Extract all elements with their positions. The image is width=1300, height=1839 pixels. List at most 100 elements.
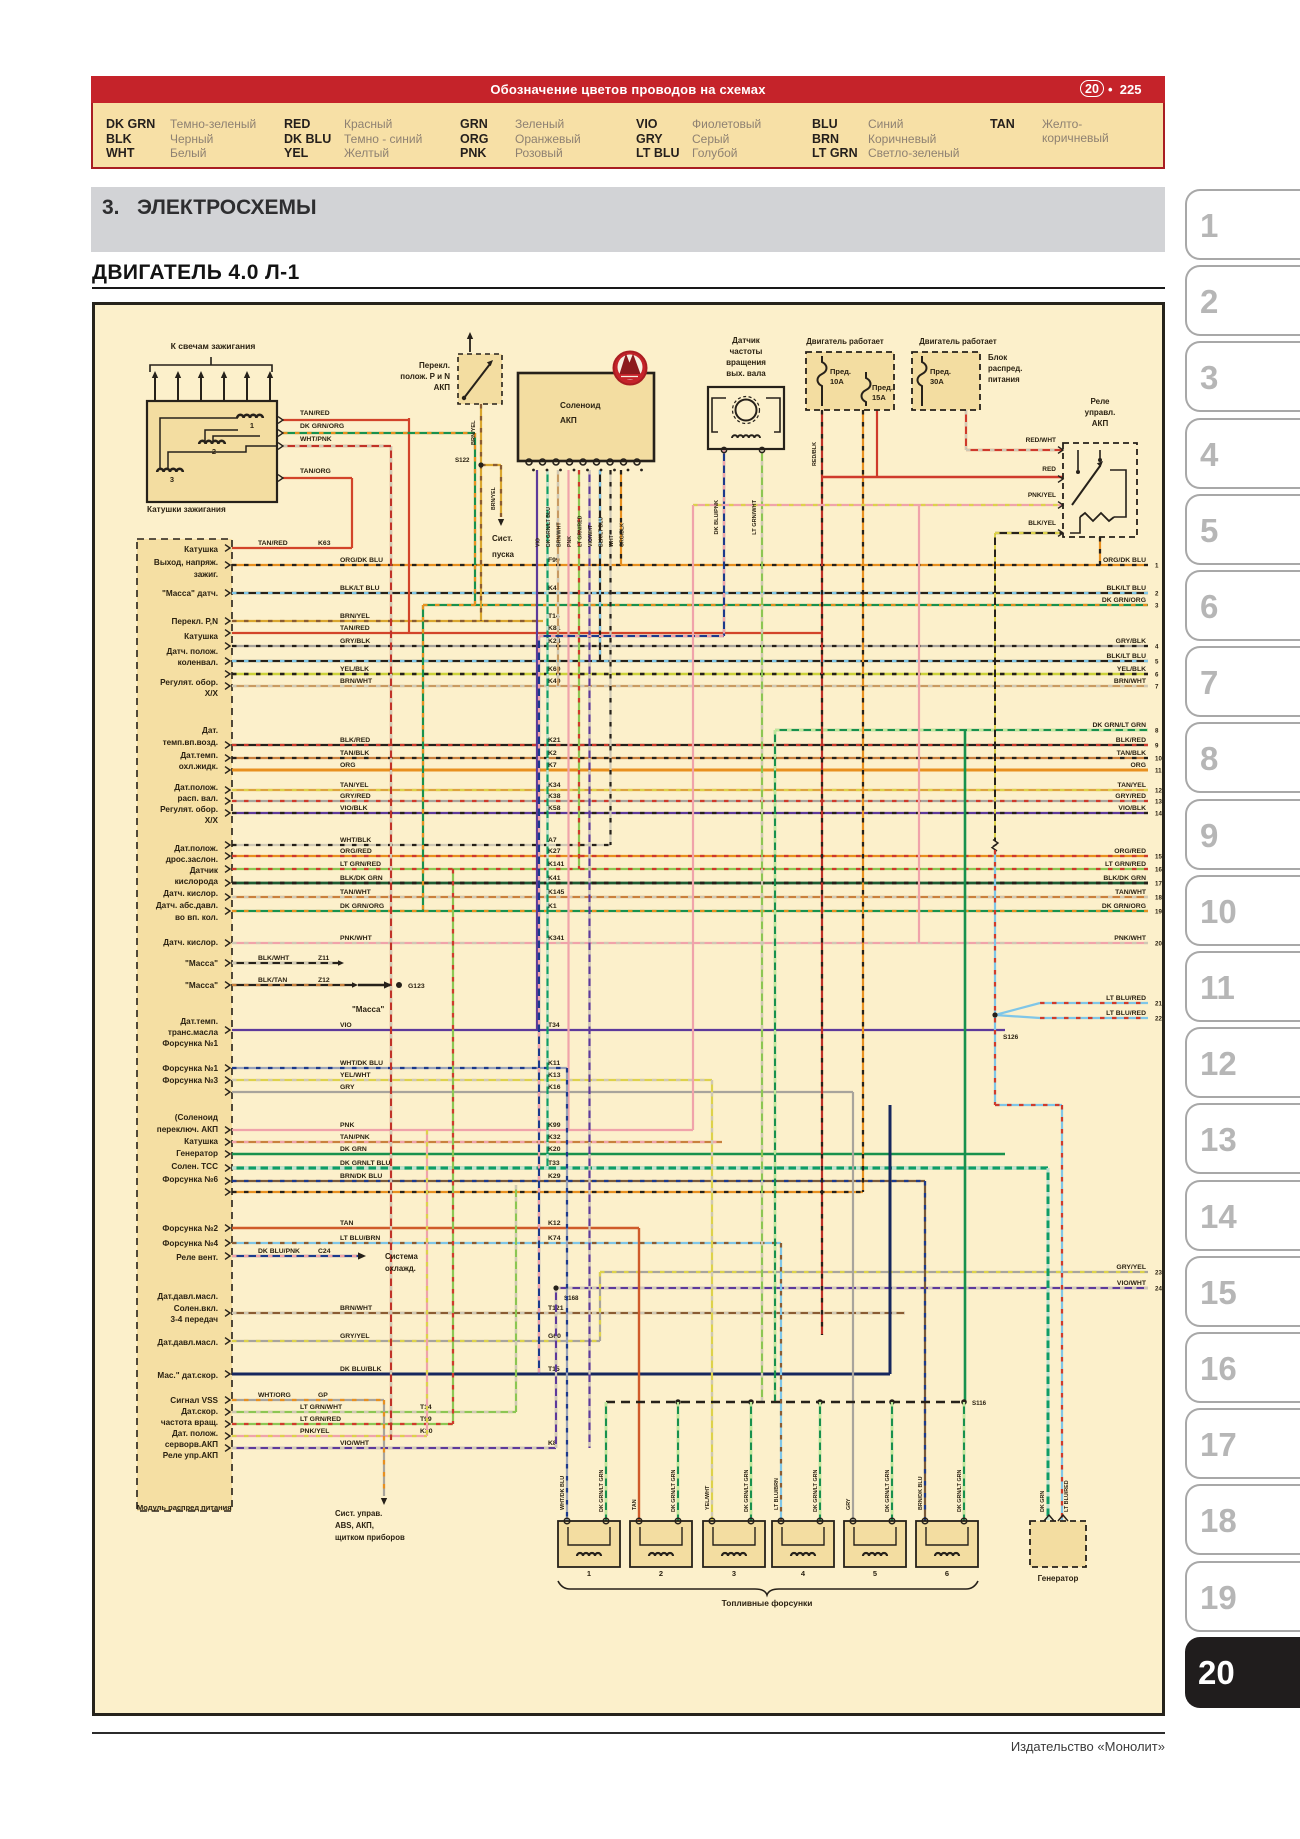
svg-text:полож. P и N: полож. P и N — [400, 372, 450, 381]
svg-text:2: 2 — [212, 447, 216, 456]
svg-text:GRY: GRY — [846, 1498, 852, 1510]
svg-text:Датчик: Датчик — [190, 866, 219, 875]
svg-text:3-4 передач: 3-4 передач — [171, 1315, 219, 1324]
svg-text:K27: K27 — [548, 848, 561, 855]
svg-text:K60: K60 — [548, 666, 561, 673]
svg-text:Дат.давл.масл.: Дат.давл.масл. — [157, 1292, 218, 1301]
svg-text:DK GRN/LT GRN: DK GRN/LT GRN — [1093, 722, 1147, 729]
svg-text:T14: T14 — [548, 613, 560, 620]
svg-text:TAN/YEL: TAN/YEL — [340, 782, 369, 789]
svg-text:3: 3 — [1155, 603, 1159, 610]
svg-text:K99: K99 — [548, 1122, 561, 1129]
svg-text:Перекл.: Перекл. — [419, 361, 450, 370]
svg-text:Х/Х: Х/Х — [205, 816, 219, 825]
svg-text:T15: T15 — [548, 1366, 560, 1373]
svg-text:темп.вп.возд.: темп.вп.возд. — [163, 738, 218, 747]
svg-text:4: 4 — [801, 1569, 806, 1578]
svg-text:BRN/YEL: BRN/YEL — [491, 486, 497, 510]
svg-text:K2: K2 — [548, 750, 557, 757]
svg-text:Форсунка №1: Форсунка №1 — [162, 1064, 218, 1073]
svg-text:WHT/DK BLU: WHT/DK BLU — [560, 1476, 566, 1510]
svg-text:Датч. кислор.: Датч. кислор. — [163, 889, 218, 898]
svg-text:PNK/WHT: PNK/WHT — [340, 935, 373, 942]
svg-text:управл.: управл. — [1085, 408, 1116, 417]
svg-text:LT BLU/RED: LT BLU/RED — [1106, 995, 1146, 1002]
svg-text:Реле упр.АКП: Реле упр.АКП — [163, 1451, 218, 1460]
svg-text:Катушки зажигания: Катушки зажигания — [147, 505, 226, 514]
svg-text:S122: S122 — [455, 457, 470, 464]
svg-text:WHT/ORG: WHT/ORG — [258, 1392, 291, 1399]
svg-text:К свечам зажигания: К свечам зажигания — [171, 341, 256, 351]
svg-text:LT BLU/BRN: LT BLU/BRN — [774, 1478, 780, 1510]
svg-text:14: 14 — [1155, 811, 1162, 818]
svg-text:WHT: WHT — [609, 534, 615, 547]
svg-text:LT BLU/BRN: LT BLU/BRN — [340, 1235, 380, 1242]
svg-text:DK GRN/LT BLU: DK GRN/LT BLU — [546, 507, 552, 547]
svg-text:ABS, АКП,: ABS, АКП, — [335, 1521, 374, 1530]
svg-text:Форсунка №1: Форсунка №1 — [162, 1039, 218, 1048]
svg-text:11: 11 — [1155, 768, 1162, 775]
svg-text:16: 16 — [1155, 867, 1162, 874]
svg-text:K145: K145 — [548, 889, 564, 896]
svg-text:ORG/BLK: ORG/BLK — [620, 523, 626, 547]
svg-text:18: 18 — [1155, 895, 1162, 902]
svg-text:K13: K13 — [548, 1072, 561, 1079]
svg-text:Двигатель работает: Двигатель работает — [806, 337, 884, 346]
svg-text:K29: K29 — [548, 1173, 561, 1180]
svg-text:частота вращ.: частота вращ. — [161, 1418, 218, 1427]
svg-text:RED/WHT: RED/WHT — [1026, 437, 1056, 444]
svg-text:охлажд.: охлажд. — [385, 1264, 416, 1273]
svg-text:Дат.темп.: Дат.темп. — [180, 751, 218, 760]
svg-text:Дат.скор.: Дат.скор. — [181, 1407, 218, 1416]
svg-text:3: 3 — [732, 1569, 736, 1578]
svg-text:7: 7 — [1155, 684, 1159, 691]
svg-text:частоты: частоты — [730, 347, 763, 356]
svg-text:Перекл. P,N: Перекл. P,N — [171, 617, 218, 626]
svg-text:Катушка: Катушка — [184, 545, 218, 554]
svg-text:K63: K63 — [318, 540, 331, 547]
svg-text:АКП: АКП — [560, 416, 577, 425]
svg-text:ORG: ORG — [340, 762, 355, 769]
svg-text:VIO/WHT: VIO/WHT — [1117, 1280, 1147, 1287]
svg-text:T34: T34 — [548, 1022, 560, 1029]
svg-text:"Масса" датч.: "Масса" датч. — [162, 589, 218, 598]
svg-text:TAN/ORG: TAN/ORG — [300, 468, 331, 475]
svg-text:GRY/BLK: GRY/BLK — [340, 638, 370, 645]
svg-text:зажиг.: зажиг. — [194, 570, 218, 579]
svg-text:Дат.полож.: Дат.полож. — [174, 844, 218, 853]
svg-text:TAN: TAN — [340, 1220, 354, 1227]
svg-text:Х/Х: Х/Х — [205, 689, 219, 698]
svg-text:C24: C24 — [318, 1248, 331, 1255]
svg-text:пуска: пуска — [492, 550, 515, 559]
svg-text:Пред.: Пред. — [830, 367, 851, 376]
svg-text:PNK: PNK — [340, 1122, 354, 1129]
svg-text:K341: K341 — [548, 935, 564, 942]
svg-text:K24: K24 — [548, 638, 561, 645]
svg-text:Регулят. обор.: Регулят. обор. — [160, 804, 218, 814]
svg-text:DK GRN/LT GRN: DK GRN/LT GRN — [744, 1469, 750, 1512]
svg-text:K74: K74 — [548, 1235, 561, 1242]
svg-text:K4: K4 — [548, 585, 557, 592]
svg-text:Датч. абс.давл.: Датч. абс.давл. — [156, 900, 218, 910]
svg-text:S168: S168 — [564, 1295, 579, 1302]
svg-text:GP: GP — [318, 1392, 328, 1399]
svg-text:DK GRN/LT GRN: DK GRN/LT GRN — [599, 1469, 605, 1512]
svg-text:2: 2 — [659, 1569, 663, 1578]
svg-text:K11: K11 — [548, 1060, 560, 1067]
svg-text:GRY/YEL: GRY/YEL — [340, 1333, 370, 1340]
svg-text:PNK/YEL: PNK/YEL — [1028, 492, 1056, 499]
svg-text:RED/BLK: RED/BLK — [812, 442, 818, 466]
svg-text:20: 20 — [1155, 941, 1162, 948]
svg-text:дрос.заслон.: дрос.заслон. — [166, 855, 218, 864]
svg-text:TAN/WHT: TAN/WHT — [1115, 889, 1147, 896]
svg-text:TAN/PNK: TAN/PNK — [340, 1134, 370, 1141]
svg-text:Реле: Реле — [1090, 397, 1110, 406]
svg-text:K20: K20 — [548, 1146, 561, 1153]
svg-text:АКП: АКП — [434, 383, 451, 392]
svg-text:Топливные форсунки: Топливные форсунки — [722, 1598, 813, 1608]
svg-text:BRN/WHT: BRN/WHT — [340, 678, 373, 685]
svg-text:30А: 30А — [930, 377, 944, 386]
svg-text:2: 2 — [1155, 591, 1159, 598]
svg-text:DK GRN/LT GRN: DK GRN/LT GRN — [813, 1469, 819, 1512]
svg-text:PNK: PNK — [567, 536, 573, 547]
